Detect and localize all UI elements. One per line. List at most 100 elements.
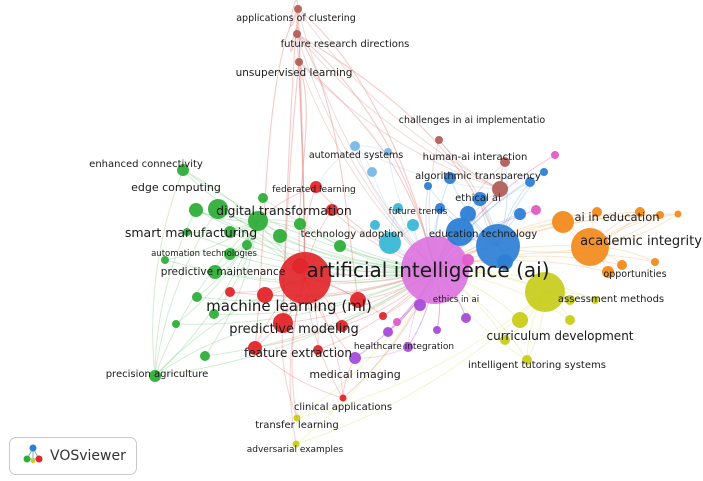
- node-b3[interactable]: [514, 208, 526, 220]
- label-clinical-applications[interactable]: clinical applications: [294, 402, 392, 413]
- node-r4[interactable]: [225, 287, 235, 297]
- label-medical-imaging[interactable]: medical imaging: [309, 368, 400, 381]
- node-p1[interactable]: [414, 299, 426, 311]
- label-curriculum-development[interactable]: curriculum development: [487, 329, 634, 343]
- node-g3[interactable]: [192, 292, 202, 302]
- node-clinical-applications[interactable]: [339, 394, 347, 402]
- node-intelligent-tutoring[interactable]: [522, 355, 532, 365]
- label-unsupervised-learning[interactable]: unsupervised learning: [236, 67, 353, 79]
- node-predictive-modeling[interactable]: [273, 313, 293, 333]
- node-precision-agriculture[interactable]: [149, 370, 161, 382]
- node-g11[interactable]: [161, 256, 169, 264]
- node-automation-technologies[interactable]: [224, 248, 236, 260]
- label-healthcare-integration[interactable]: healthcare integration: [354, 342, 454, 352]
- label-artificial-intelligence[interactable]: artificial intelligence (ai): [307, 258, 550, 282]
- node-smart-manufacturing[interactable]: [208, 199, 228, 219]
- node-b8[interactable]: [424, 182, 432, 190]
- label-intelligent-tutoring-systems[interactable]: intelligent tutoring systems: [468, 360, 606, 371]
- node-r5[interactable]: [257, 287, 273, 303]
- label-precision-agriculture[interactable]: precision agriculture: [106, 369, 209, 380]
- node-future-trends[interactable]: [407, 219, 419, 231]
- node-r7[interactable]: [379, 312, 387, 320]
- label-predictive-maintenance[interactable]: predictive maintenance: [161, 266, 285, 278]
- label-digital-transformation[interactable]: digital transformation: [216, 203, 352, 218]
- node-education-technology[interactable]: [446, 218, 474, 246]
- node-healthcare-integration[interactable]: [403, 342, 413, 352]
- node-b4[interactable]: [525, 177, 535, 187]
- label-feature-extraction[interactable]: feature extraction: [244, 346, 352, 360]
- node-o3[interactable]: [674, 210, 682, 218]
- node-g8[interactable]: [273, 229, 287, 243]
- label-academic-integrity[interactable]: academic integrity: [580, 234, 702, 249]
- node-k3[interactable]: [462, 254, 474, 266]
- label-automation-technologies[interactable]: automation technologies: [151, 249, 257, 259]
- node-b7[interactable]: [540, 168, 548, 176]
- label-enhanced-connectivity[interactable]: enhanced connectivity: [89, 159, 203, 170]
- label-ethical-ai[interactable]: ethical ai: [455, 193, 501, 204]
- vosviewer-badge[interactable]: VOSviewer: [9, 437, 137, 475]
- node-r2[interactable]: [350, 292, 366, 308]
- node-y2[interactable]: [565, 315, 575, 325]
- node-adversarial-examples[interactable]: [292, 440, 300, 448]
- node-o5[interactable]: [592, 207, 602, 217]
- node-k4[interactable]: [393, 318, 401, 326]
- node-g2[interactable]: [242, 240, 252, 250]
- label-human-ai-interaction[interactable]: human-ai interaction: [423, 152, 528, 163]
- node-digital-transformation[interactable]: [248, 211, 268, 231]
- node-unsupervised-learning[interactable]: [295, 58, 303, 66]
- node-y1[interactable]: [512, 312, 528, 328]
- node-r6[interactable]: [313, 345, 323, 355]
- node-o4[interactable]: [617, 260, 627, 270]
- label-challenges-in-ai-implementation[interactable]: challenges in ai implementatio: [399, 115, 546, 126]
- label-federated-learning[interactable]: federated learning: [272, 185, 356, 195]
- node-k2[interactable]: [531, 205, 541, 215]
- node-edge-computing[interactable]: [189, 203, 203, 217]
- node-human-ai-interaction[interactable]: [500, 157, 510, 167]
- node-c2[interactable]: [370, 220, 380, 230]
- node-artificial-intelligence[interactable]: [401, 236, 469, 304]
- node-predictive-maintenance[interactable]: [208, 265, 222, 279]
- node-machine-learning[interactable]: [279, 252, 331, 304]
- node-r8[interactable]: [292, 258, 308, 274]
- node-b1[interactable]: [444, 172, 456, 184]
- node-federated-learning[interactable]: [310, 181, 322, 193]
- node-algorithmic-transparency[interactable]: [492, 181, 508, 197]
- node-ai-in-education[interactable]: [552, 211, 574, 233]
- node-g6[interactable]: [172, 320, 180, 328]
- node-b6[interactable]: [497, 254, 513, 270]
- node-enhanced-connectivity[interactable]: [177, 164, 189, 176]
- label-future-trends[interactable]: future trends: [389, 207, 448, 217]
- node-opportunities[interactable]: [602, 266, 614, 278]
- node-r3[interactable]: [336, 320, 348, 332]
- node-p2[interactable]: [383, 327, 393, 337]
- label-ethics-in-ai[interactable]: ethics in ai: [433, 295, 479, 305]
- label-edge-computing[interactable]: edge computing: [131, 181, 221, 194]
- node-challenges-ai[interactable]: [435, 136, 443, 144]
- label-machine-learning[interactable]: machine learning (ml): [206, 297, 372, 315]
- node-y4[interactable]: [591, 296, 599, 304]
- label-algorithmic-transparency[interactable]: algorithmic transparency: [415, 171, 541, 182]
- node-g1[interactable]: [224, 226, 236, 238]
- node-technology-adoption[interactable]: [379, 232, 401, 254]
- node-b5[interactable]: [435, 203, 445, 213]
- node-applications-clustering[interactable]: [294, 5, 302, 13]
- node-r1[interactable]: [326, 204, 338, 216]
- node-b2[interactable]: [460, 206, 476, 222]
- node-g5[interactable]: [200, 351, 210, 361]
- label-transfer-learning[interactable]: transfer learning: [255, 420, 338, 431]
- node-assessment-methods[interactable]: [565, 295, 575, 305]
- node-o2[interactable]: [656, 211, 664, 219]
- node-automated-systems[interactable]: [350, 141, 360, 151]
- node-g7[interactable]: [258, 193, 268, 203]
- node-transfer-learning[interactable]: [293, 414, 301, 422]
- label-automated-systems[interactable]: automated systems: [309, 150, 403, 161]
- node-g10[interactable]: [183, 228, 191, 236]
- node-g4[interactable]: [209, 309, 219, 319]
- label-smart-manufacturing[interactable]: smart manufacturing: [125, 225, 257, 240]
- label-technology-adoption[interactable]: technology adoption: [301, 229, 404, 240]
- label-applications-of-clustering[interactable]: applications of clustering: [236, 13, 356, 24]
- node-future-research[interactable]: [293, 30, 301, 38]
- label-assessment-methods[interactable]: assessment methods: [558, 294, 664, 305]
- label-education-technology[interactable]: education technology: [429, 229, 537, 240]
- node-g9[interactable]: [294, 218, 306, 230]
